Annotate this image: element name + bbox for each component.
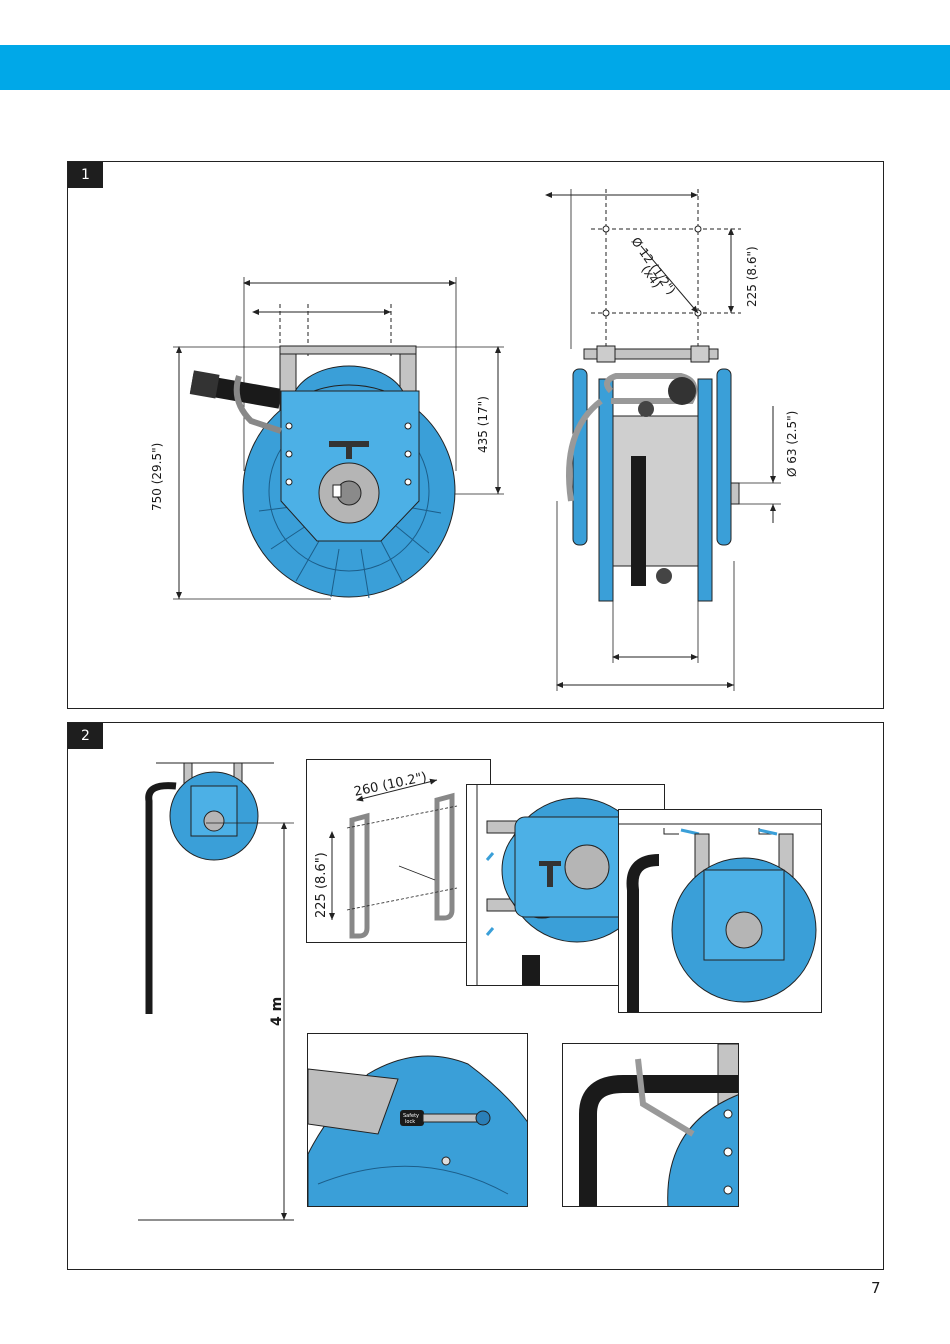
hose-guide-drawing xyxy=(563,1044,739,1207)
figure-panel-1: 1 xyxy=(67,161,884,709)
header-band xyxy=(0,45,950,90)
safety-lock-label-2: lock xyxy=(405,1119,415,1125)
figure-panel-2: 2 4 m 260 (10.2") 225 (8.6") xyxy=(67,722,884,1270)
height-dimension-label: 750 (29.5") xyxy=(150,443,164,511)
safety-lock-frame: Safety lock xyxy=(307,1033,528,1207)
bracket-height-label: 225 (8.6") xyxy=(314,852,329,918)
hanging-step-drawing xyxy=(619,810,822,1013)
bracket-template-drawing: 260 (10.2") 225 (8.6") xyxy=(307,760,491,943)
bracket-spacing-label: 260 (10.2") xyxy=(353,770,429,800)
mount-dimension-label: 435 (17") xyxy=(476,396,490,453)
front-view: 750 (29.5") 435 (17") xyxy=(150,277,504,599)
axle-diameter-label: Ø 63 (2.5") xyxy=(785,411,799,477)
floor-distance-label: 4 m xyxy=(269,997,285,1026)
side-view: Ø 12 (1/2") (x4) 225 (8.6") xyxy=(546,189,799,691)
bracket-template-frame: 260 (10.2") 225 (8.6") xyxy=(306,759,491,943)
reel-dimension-drawing: 750 (29.5") 435 (17") Ø 12 (1/2") (x4) 2… xyxy=(68,162,882,707)
hose-guide-frame xyxy=(562,1043,739,1207)
hanging-step-frame xyxy=(618,809,822,1013)
safety-lock-drawing: Safety lock xyxy=(308,1034,528,1207)
page-number: 7 xyxy=(871,1279,881,1297)
side-spacing-label: 225 (8.6") xyxy=(745,246,759,307)
